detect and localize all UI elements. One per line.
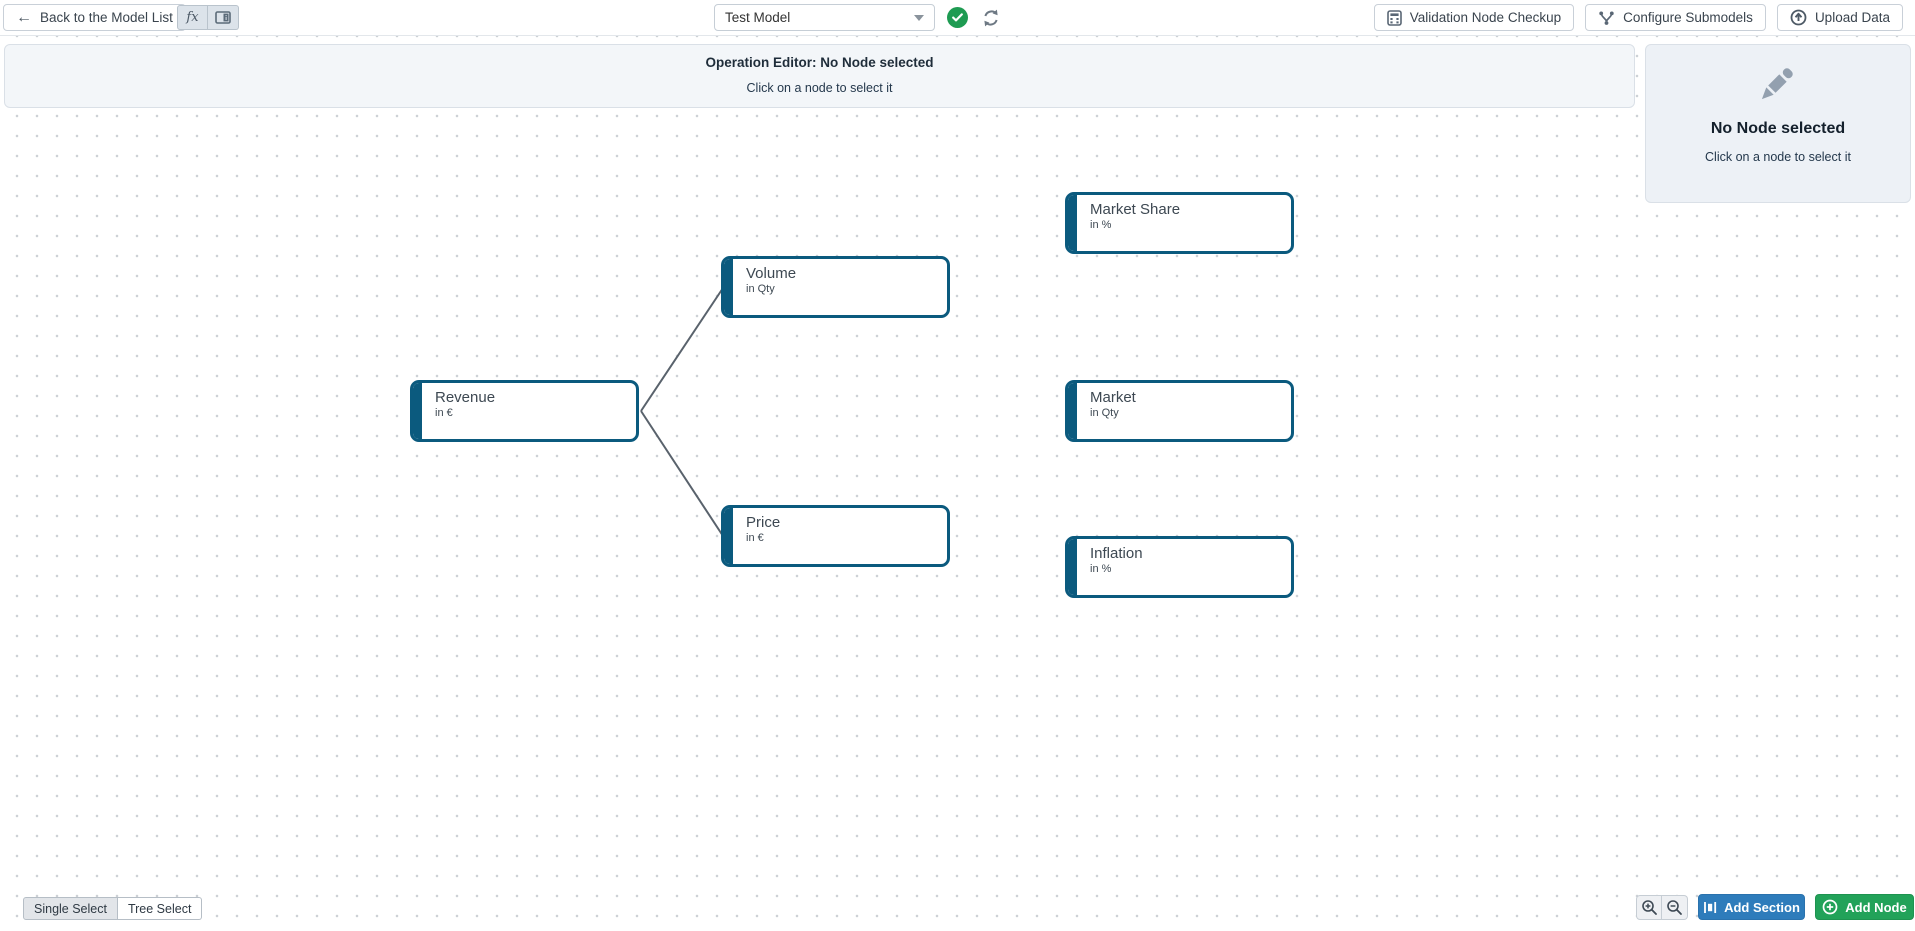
add-node-label: Add Node (1845, 899, 1907, 915)
node-unit: in € (435, 407, 453, 419)
node-market[interactable]: Market in Qty (1065, 380, 1294, 442)
pencil-icon-wrap (1646, 57, 1910, 114)
split-panel-button[interactable] (208, 5, 239, 30)
single-select-button[interactable]: Single Select (23, 897, 118, 920)
operation-editor-panel: Operation Editor: No Node selected Click… (4, 44, 1635, 108)
formula-editor-button[interactable]: fx (177, 5, 208, 30)
operation-editor-title: Operation Editor: No Node selected (705, 55, 934, 70)
node-details-panel: No Node selected Click on a node to sele… (1645, 44, 1911, 203)
submodels-branch-icon (1599, 11, 1614, 25)
back-to-model-list-button[interactable]: ← Back to the Model List (3, 4, 186, 31)
back-button-label: Back to the Model List (40, 10, 173, 25)
configure-submodels-button[interactable]: Configure Submodels (1585, 4, 1766, 31)
upload-circle-arrow-icon (1790, 9, 1807, 26)
validation-node-checkup-button[interactable]: Validation Node Checkup (1373, 4, 1575, 31)
model-valid-status (947, 7, 968, 28)
node-title: Revenue (435, 389, 496, 406)
node-inflation[interactable]: Inflation in % (1065, 536, 1294, 598)
node-accent-bar (1068, 539, 1077, 595)
circle-plus-icon (1822, 899, 1838, 915)
valid-check-icon (952, 13, 963, 22)
dropdown-caret-icon (914, 14, 924, 21)
node-accent-bar (724, 259, 733, 315)
pencil-icon (1761, 68, 1793, 100)
node-accent-bar (1068, 195, 1077, 251)
node-title: Market Share (1090, 201, 1181, 218)
zoom-in-icon (1641, 900, 1657, 915)
toolbar-right-group: Validation Node Checkup Configure Submod… (1373, 4, 1903, 31)
fx-icon: fx (186, 10, 199, 25)
editor-mode-toggle-group: fx (177, 5, 239, 30)
node-title: Volume (746, 265, 797, 282)
refresh-model-button[interactable] (979, 6, 1003, 30)
configure-button-label: Configure Submodels (1623, 10, 1753, 25)
details-panel-title: No Node selected (1710, 120, 1846, 137)
node-unit: in % (1090, 219, 1112, 231)
node-accent-bar (413, 383, 422, 439)
node-unit: in Qty (1090, 407, 1119, 419)
node-unit: in Qty (746, 283, 775, 295)
operation-editor-subtitle: Click on a node to select it (746, 81, 893, 95)
node-accent-bar (1068, 383, 1077, 439)
details-panel-subtitle: Click on a node to select it (1705, 150, 1851, 164)
node-market-share[interactable]: Market Share in % (1065, 192, 1294, 254)
node-revenue[interactable]: Revenue in € (410, 380, 639, 442)
node-price[interactable]: Price in € (721, 505, 950, 567)
upload-data-button[interactable]: Upload Data (1776, 4, 1903, 31)
add-section-button[interactable]: Add Section (1698, 894, 1805, 920)
selection-mode-toggle: Single Select Tree Select (23, 897, 203, 920)
model-select-value: Test Model (725, 10, 791, 25)
upload-button-label: Upload Data (1814, 10, 1890, 25)
back-arrow-icon: ← (16, 8, 32, 26)
node-title: Inflation (1090, 545, 1143, 562)
zoom-in-button[interactable] (1636, 895, 1662, 920)
model-select-dropdown[interactable]: Test Model (714, 4, 935, 31)
canvas-zoom-controls (1636, 895, 1688, 920)
add-node-button[interactable]: Add Node (1815, 894, 1914, 920)
add-section-label: Add Section (1724, 899, 1800, 915)
top-toolbar: ← Back to the Model List fx Test Model (0, 0, 1915, 36)
node-unit: in € (746, 532, 764, 544)
node-title: Price (746, 514, 781, 531)
node-title: Market (1090, 389, 1136, 406)
model-canvas[interactable] (0, 36, 1915, 931)
zoom-out-icon (1667, 900, 1682, 915)
zoom-out-button[interactable] (1662, 895, 1688, 920)
node-accent-bar (724, 508, 733, 564)
refresh-icon (984, 9, 998, 27)
split-panel-icon (215, 11, 231, 24)
tree-select-button[interactable]: Tree Select (117, 897, 203, 920)
calculator-icon (1386, 9, 1402, 26)
validation-button-label: Validation Node Checkup (1409, 10, 1562, 25)
node-unit: in % (1090, 563, 1112, 575)
node-volume[interactable]: Volume in Qty (721, 256, 950, 318)
section-bars-icon (1704, 901, 1717, 913)
